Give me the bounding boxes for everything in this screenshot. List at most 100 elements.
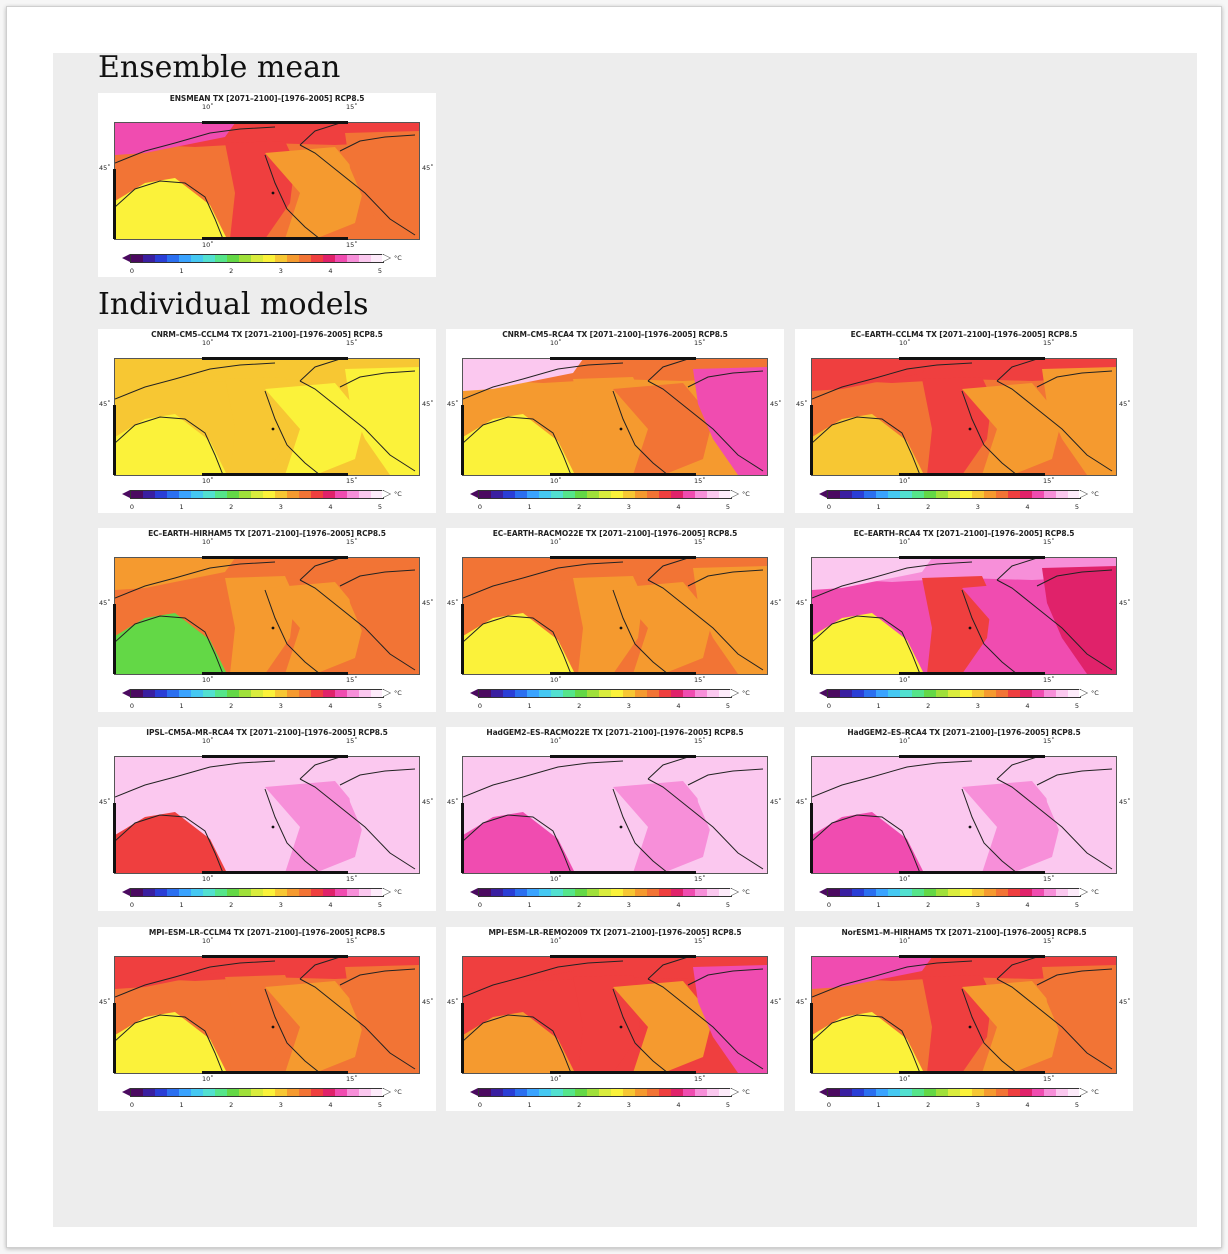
- colorbar-max-arrow: [730, 888, 738, 896]
- colorbar-swatch: [491, 1089, 503, 1096]
- colorbar-swatch: [707, 889, 719, 896]
- colorbar-swatch: [563, 491, 575, 498]
- map-svg: [463, 359, 767, 475]
- colorbar-swatch: [611, 491, 623, 498]
- colorbar-swatch: [671, 491, 683, 498]
- colorbar-swatch: [1020, 690, 1032, 697]
- colorbar-swatch: [575, 1089, 587, 1096]
- colorbar-swatch: [155, 889, 167, 896]
- colorbar-swatch: [335, 255, 347, 262]
- colorbar-swatch: [960, 491, 972, 498]
- map-svg: [812, 757, 1116, 873]
- model-map-panel: MPI–ESM–LR–REMO2009 TX [2071–2100]–[1976…: [446, 927, 784, 1111]
- longitude-label: 10˚: [202, 937, 214, 945]
- colorbar-swatch: [984, 690, 996, 697]
- city-marker: [271, 427, 275, 431]
- italy-west-field: [115, 1012, 227, 1073]
- coastline-west-italy: [812, 416, 921, 475]
- north-east-field: [265, 582, 365, 674]
- colorbar-swatch: [131, 491, 143, 498]
- longitude-label: 15˚: [346, 676, 358, 684]
- longitude-label: 10˚: [202, 477, 214, 485]
- latitude-label: 45˚: [99, 599, 111, 607]
- coastline-balkan: [299, 778, 416, 870]
- colorbar-swatch: [359, 491, 371, 498]
- border-alpine: [115, 561, 276, 599]
- border-east: [996, 957, 1038, 980]
- longitude-label: 10˚: [550, 737, 562, 745]
- border-east: [299, 757, 341, 780]
- map-svg: [115, 957, 419, 1073]
- alpine-field: [463, 957, 583, 989]
- colorbar-tick-label: 3: [626, 1101, 631, 1109]
- coastline-adriatic: [961, 788, 1018, 873]
- temperature-map: [114, 358, 420, 476]
- colorbar-tick-label: 5: [377, 1101, 383, 1109]
- colorbar-tick-label: 3: [975, 702, 980, 710]
- colorbar-swatch: [479, 889, 491, 896]
- colorbar-swatch: [888, 491, 900, 498]
- colorbar-tick-label: 4: [328, 901, 333, 909]
- italy-west-field: [115, 178, 227, 239]
- colorbar-tick-label: 1: [179, 702, 184, 710]
- colorbar-swatch: [167, 889, 179, 896]
- colorbar-swatch: [335, 690, 347, 697]
- colorbar-swatch: [215, 491, 227, 498]
- temperature-map: [114, 956, 420, 1074]
- colorbar-swatch: [864, 491, 876, 498]
- axis-segment: [113, 604, 116, 674]
- latitude-label: 45˚: [770, 798, 782, 806]
- colorbar-unit: °C: [394, 1088, 402, 1096]
- axis-segment: [810, 604, 813, 674]
- colorbar-swatch: [936, 491, 948, 498]
- north-east-field: [613, 981, 713, 1073]
- colorbar-swatch: [215, 690, 227, 697]
- axis-segment: [810, 1003, 813, 1073]
- colorbar-swatch: [263, 690, 275, 697]
- map-title: NorESM1–M–HIRHAM5 TX [2071–2100]–[1976–2…: [841, 928, 1087, 937]
- colorbar-unit: °C: [742, 1088, 750, 1096]
- longitude-label: 10˚: [550, 538, 562, 546]
- colorbar-max-arrow: [1079, 1088, 1087, 1096]
- coastline-west-italy: [812, 1014, 921, 1073]
- colorbar-swatch: [695, 491, 707, 498]
- colorbar-tick-label: 0: [129, 901, 135, 909]
- coastline-balkan: [996, 579, 1113, 671]
- colorbar-swatch: [888, 690, 900, 697]
- latitude-label: 45˚: [796, 798, 808, 806]
- colorbar-swatch: [623, 889, 635, 896]
- coastline-balkan: [299, 144, 416, 236]
- colorbar-swatch: [1056, 1089, 1068, 1096]
- longitude-label: 10˚: [202, 1075, 214, 1083]
- italy-west-field: [812, 613, 924, 674]
- axis-segment: [550, 473, 696, 476]
- colorbar-swatch: [1032, 491, 1044, 498]
- axis-segment: [202, 871, 348, 874]
- colorbar-swatch: [335, 1089, 347, 1096]
- border-east: [647, 359, 689, 382]
- coastline-balkan: [647, 978, 764, 1070]
- longitude-label: 15˚: [694, 875, 706, 883]
- colorbar-swatch: [1068, 889, 1080, 896]
- latitude-label: 45˚: [1119, 599, 1131, 607]
- balkan-field: [345, 367, 419, 475]
- colorbar-swatch: [1044, 1089, 1056, 1096]
- colorbar-swatch: [1044, 690, 1056, 697]
- colorbar-swatch: [948, 889, 960, 896]
- model-map-panel: HadGEM2–ES–RCA4 TX [2071–2100]–[1976–200…: [795, 727, 1133, 911]
- colorbar-swatch: [527, 1089, 539, 1096]
- alpine-field: [463, 558, 583, 590]
- coastline-balkan: [299, 978, 416, 1070]
- colorbar-swatch: [924, 690, 936, 697]
- colorbar: [478, 1088, 732, 1097]
- border-croatia: [1036, 768, 1113, 786]
- coastline-adriatic: [264, 988, 321, 1073]
- italy-west-field: [463, 613, 575, 674]
- colorbar-max-arrow: [1079, 689, 1087, 697]
- border-croatia: [687, 370, 764, 388]
- longitude-label: 10˚: [899, 339, 911, 347]
- colorbar-tick-label: 2: [229, 503, 234, 511]
- balkan-field: [345, 131, 419, 239]
- colorbar-swatch: [287, 255, 299, 262]
- colorbar-swatch: [227, 690, 239, 697]
